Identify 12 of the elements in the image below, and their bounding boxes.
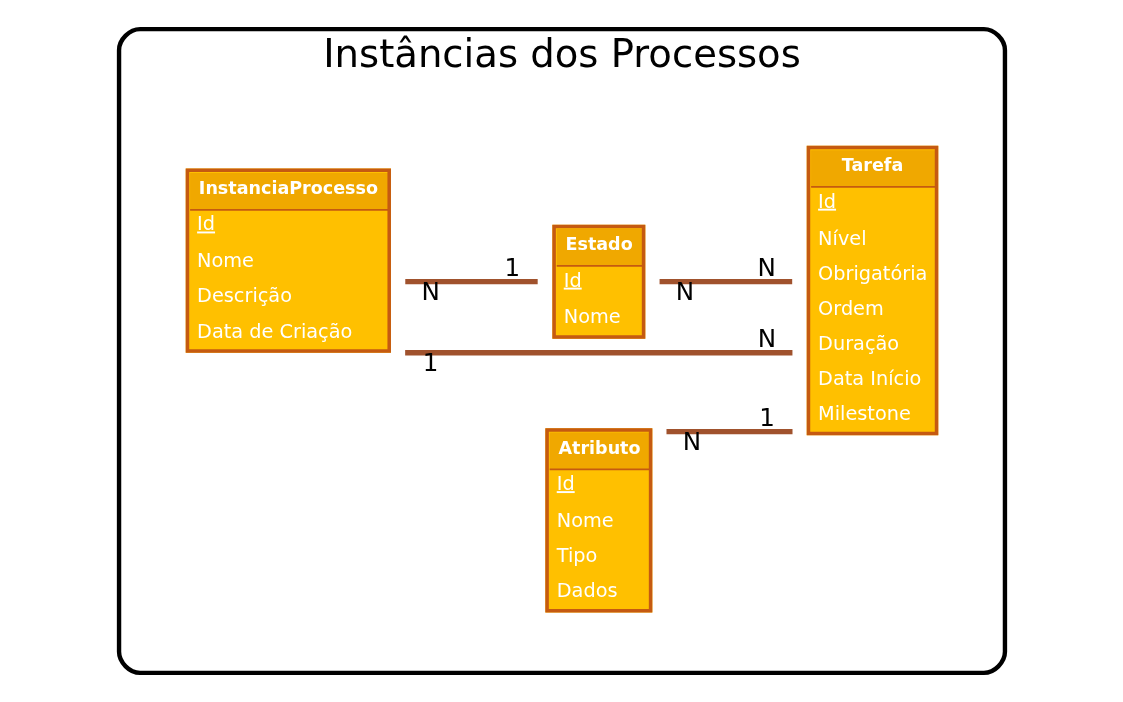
label: N	[421, 277, 440, 307]
label: N	[675, 277, 694, 307]
label: 1	[422, 348, 438, 378]
connector	[659, 279, 792, 285]
label: N	[682, 427, 701, 457]
label: 1	[758, 403, 775, 433]
connector	[666, 429, 792, 435]
connector	[404, 350, 792, 356]
label: 1	[503, 253, 520, 283]
connector	[404, 279, 538, 285]
label: N	[757, 324, 776, 354]
label: N	[757, 253, 776, 283]
